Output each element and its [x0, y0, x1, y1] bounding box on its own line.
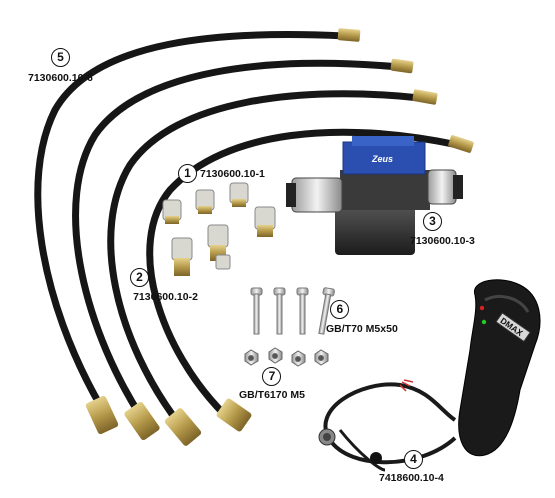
- part-code-control: 7418600.10-4: [379, 472, 444, 484]
- callout-fittings-elbow: 2 7130600.10-2: [130, 268, 201, 303]
- nuts: [244, 347, 329, 367]
- callout-number-6: 6: [330, 300, 350, 319]
- part-code-fittings-top: 7130600.10-1: [200, 167, 265, 180]
- callout-number-2: 2: [130, 268, 149, 287]
- part-code-nuts: GB/T6170 M5: [239, 389, 305, 401]
- callout-fittings-top: 1 7130600.10-1: [178, 164, 265, 183]
- valve-base: [335, 205, 415, 255]
- fitting-2a: [171, 237, 193, 276]
- callout-number-4: 4: [403, 450, 423, 469]
- top-fitting-2: [390, 58, 414, 74]
- control-handle-body: [458, 279, 541, 457]
- bolts: [250, 287, 335, 335]
- bottom-fitting-2: [124, 401, 160, 441]
- hose-top-fittings: [337, 28, 474, 153]
- callout-number-5: 5: [50, 48, 70, 67]
- solenoid-valve: Zeus: [286, 136, 463, 255]
- top-fitting-3: [412, 89, 438, 105]
- fitting-1b: [195, 189, 215, 214]
- top-fitting-4: [448, 135, 474, 153]
- bolt-1: [250, 287, 263, 335]
- control-cable-2: [338, 429, 386, 472]
- callout-number-7: 7: [262, 367, 282, 386]
- valve-body: [340, 170, 430, 210]
- callout-nuts: 7 GB/T6170 M5: [239, 367, 305, 401]
- bottom-fitting-1: [85, 395, 119, 435]
- hose-2: [72, 59, 402, 419]
- part-code-valve: 7130600.10-3: [410, 235, 475, 247]
- fitting-1a: [162, 199, 182, 224]
- bolt-3: [296, 287, 309, 335]
- valve-solenoid-left: [291, 177, 343, 213]
- fitting-1c: [229, 182, 249, 207]
- bottom-fitting-4: [216, 398, 252, 432]
- callout-valve: 3 7130600.10-3: [410, 212, 475, 247]
- cable-wires: [399, 379, 414, 392]
- fitting-2c: [215, 254, 231, 270]
- connector-cap: [370, 452, 382, 464]
- valve-logo: Zeus: [371, 154, 393, 164]
- indicator-light-green: [481, 319, 487, 325]
- control-handle-assembly: DMAX: [318, 279, 541, 472]
- part-code-bolts: GB/T70 M5x50: [326, 323, 398, 335]
- part-code-hoses: 7130600.10-6: [28, 72, 93, 84]
- fittings-straight: [162, 182, 276, 237]
- valve-solenoid-right: [427, 169, 457, 205]
- hose-4: [146, 128, 462, 419]
- callout-number-1: 1: [178, 164, 197, 183]
- callout-hoses: 5 7130600.10-6: [28, 48, 93, 84]
- callout-control: 4 7418600.10-4: [379, 450, 444, 484]
- part-code-fittings-elbow: 7130600.10-2: [133, 291, 198, 303]
- callout-number-3: 3: [422, 212, 442, 231]
- callout-bolts: 6 GB/T70 M5x50: [326, 300, 398, 335]
- fitting-1d: [254, 206, 276, 237]
- control-cable: [323, 382, 457, 465]
- top-fitting-1: [337, 28, 361, 42]
- fittings-elbow: [171, 224, 231, 276]
- hose-1: [34, 31, 349, 409]
- bolt-4: [318, 287, 335, 335]
- hose-bottom-fittings: [85, 395, 252, 446]
- control-brand-plate: [495, 312, 531, 343]
- indicator-light-red: [479, 305, 485, 311]
- bolt-2: [273, 287, 286, 335]
- valve-cap-right: [453, 175, 463, 199]
- bottom-fitting-3: [164, 408, 202, 446]
- valve-coil-top: [352, 136, 414, 146]
- hydraulic-hoses: [34, 31, 462, 429]
- valve-cap-left: [286, 183, 296, 207]
- control-handle-highlight: [484, 295, 530, 313]
- hose-3: [107, 90, 424, 429]
